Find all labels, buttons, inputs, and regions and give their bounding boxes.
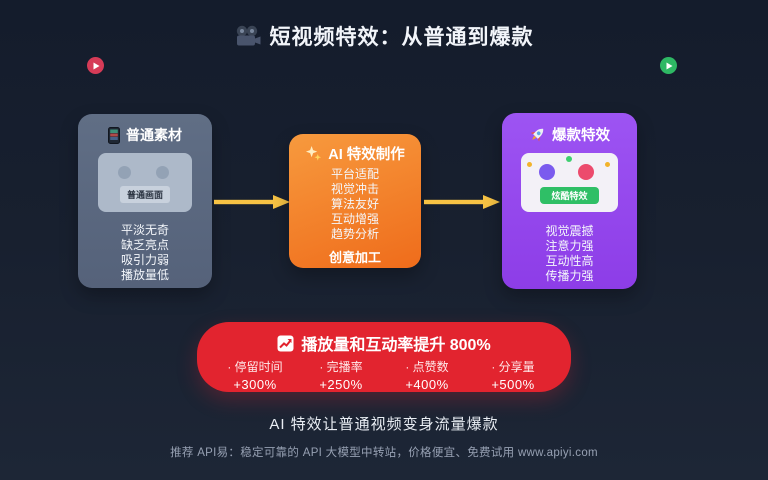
green-play-badge <box>660 57 677 74</box>
rocket-icon <box>530 128 544 142</box>
source-card-title: 普通素材 <box>126 127 182 143</box>
viral-effects-card: 爆款特效 炫酷特效 视觉震撼 注意力强 互动性高 传播力强 <box>502 113 637 289</box>
chart-up-icon <box>277 335 294 351</box>
play-icon <box>666 62 672 69</box>
pink-circle <box>578 164 594 180</box>
stat-value: +400% <box>405 377 449 392</box>
result-trait: 传播力强 <box>545 269 594 283</box>
footer-text: 推荐 API易：稳定可靠的 API 大模型中转站，价格便宜、免费试用 www.a… <box>170 447 598 459</box>
stat-completion: · 完播率 +250% <box>312 360 370 394</box>
process-step: 视觉冲击 <box>330 182 379 196</box>
process-highlight: 创意加工 <box>328 250 381 265</box>
purple-circle <box>539 164 555 180</box>
stat-label: 分享量 <box>498 360 535 374</box>
result-trait: 互动性高 <box>545 254 594 268</box>
stat-value: +300% <box>233 377 277 392</box>
play-icon <box>93 62 99 69</box>
process-step: 算法友好 <box>330 197 379 211</box>
stat-value: +500% <box>491 377 535 392</box>
flow-arrow-right <box>424 195 500 209</box>
yellow-dot <box>605 162 610 167</box>
bullet: · <box>405 360 410 374</box>
source-card-header: 普通素材 <box>78 125 212 145</box>
thumbnail-label: 普通画面 <box>119 186 171 203</box>
phone-icon <box>108 126 120 144</box>
source-trait: 缺乏亮点 <box>120 238 169 252</box>
stat-likes: · 点赞数 +400% <box>398 360 456 394</box>
stat-shares: · 分享量 +500% <box>484 360 542 394</box>
result-trait: 注意力强 <box>545 239 594 253</box>
source-trait: 吸引力弱 <box>120 253 169 267</box>
result-card-title: 爆款特效 <box>552 128 610 144</box>
sparkles-icon <box>306 145 322 161</box>
movie-camera-icon <box>236 25 260 46</box>
thumbnail-circle <box>118 166 131 179</box>
slogan-text: AI 特效让普通视频变身流量爆款 <box>269 416 499 433</box>
red-play-badge <box>87 57 104 74</box>
metrics-banner-title-text: 播放量和互动率提升 800% <box>301 337 491 354</box>
source-material-card: 普通素材 普通画面 平淡无奇 缺乏亮点 吸引力弱 播放量低 <box>78 114 212 288</box>
yellow-dot <box>527 162 532 167</box>
bullet: · <box>227 360 232 374</box>
thumbnail-circle <box>156 166 169 179</box>
bullet: · <box>491 360 496 374</box>
process-step: 互动增强 <box>330 212 379 226</box>
cool-effect-preview: 炫酷特效 <box>521 153 618 212</box>
stat-label: 完播率 <box>326 360 363 374</box>
result-trait: 视觉震撼 <box>545 224 594 238</box>
ordinary-frame-thumbnail: 普通画面 <box>98 153 192 212</box>
process-step: 平台适配 <box>330 167 379 181</box>
ai-effects-card: AI 特效制作 平台适配 视觉冲击 算法友好 互动增强 趋势分析 创意加工 <box>289 134 421 268</box>
source-traits-list: 平淡无奇 缺乏亮点 吸引力弱 播放量低 <box>78 223 212 283</box>
page-title-text: 短视频特效：从普通到爆款 <box>269 26 534 49</box>
page-title: 短视频特效：从普通到爆款 <box>0 21 768 51</box>
source-trait: 播放量低 <box>120 268 169 282</box>
bullet: · <box>319 360 324 374</box>
process-step: 趋势分析 <box>330 227 379 241</box>
source-trait: 平淡无奇 <box>120 223 169 237</box>
stat-label: 点赞数 <box>412 360 449 374</box>
flow-arrow-left <box>214 195 290 209</box>
stat-retention: · 停留时间 +300% <box>226 360 284 394</box>
metrics-banner-title: 播放量和互动率提升 800% <box>197 331 571 355</box>
metrics-banner: 播放量和互动率提升 800% · 停留时间 +300% · 完播率 +250% … <box>197 322 571 392</box>
result-traits-list: 视觉震撼 注意力强 互动性高 传播力强 <box>502 224 637 284</box>
stat-label: 停留时间 <box>234 360 283 374</box>
process-steps-list: 平台适配 视觉冲击 算法友好 互动增强 趋势分析 <box>289 167 421 242</box>
stat-value: +250% <box>319 377 363 392</box>
process-card-title: AI 特效制作 <box>328 147 405 163</box>
metrics-stats-row: · 停留时间 +300% · 完播率 +250% · 点赞数 +400% · 分… <box>197 360 571 394</box>
process-card-header: AI 特效制作 <box>289 143 421 164</box>
green-dot <box>566 156 572 162</box>
cool-effect-button: 炫酷特效 <box>540 187 599 204</box>
result-card-header: 爆款特效 <box>502 124 637 145</box>
